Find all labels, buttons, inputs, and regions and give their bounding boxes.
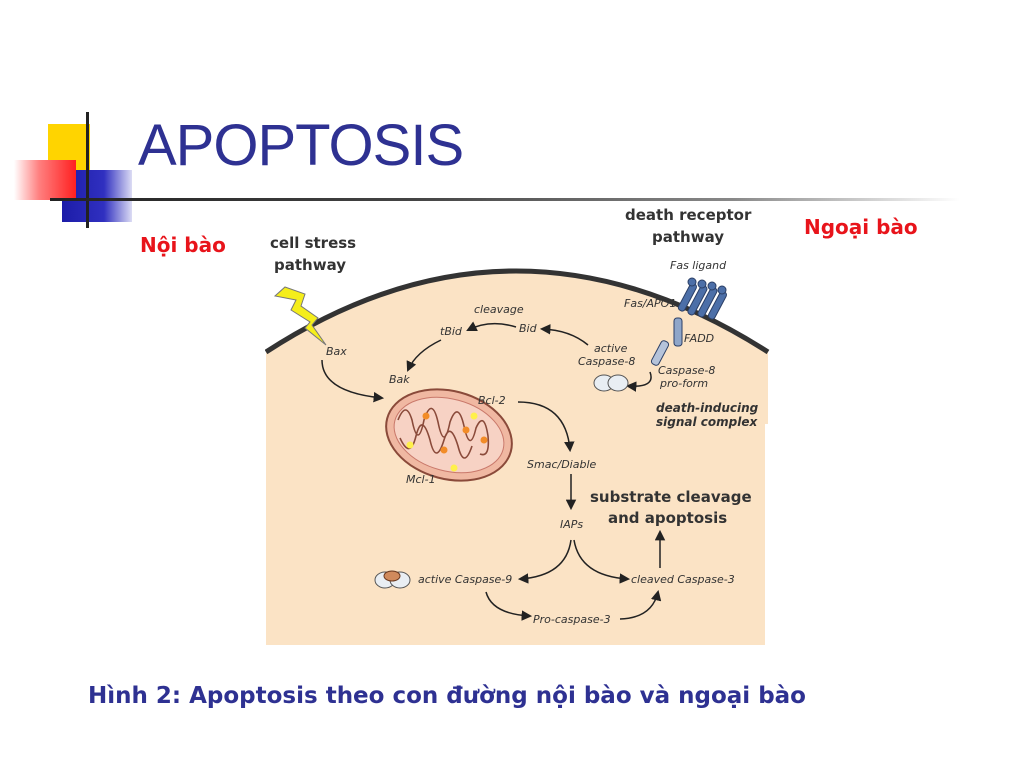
fadd-label: FADD [684,332,714,345]
arrow-caspase9-to-procaspase3 [485,591,533,621]
label-intracellular: Nội bào [140,233,226,257]
arrow-bid-to-tbid [466,321,517,331]
substrate-label-1: substrate cleavage [590,488,752,506]
fadd-icon [673,317,683,347]
title-divider [50,198,960,201]
death-receptor-label-2: pathway [652,228,724,246]
cell-body [266,271,768,645]
mitochondrion-icon [385,388,513,482]
fas-receptor-icon [677,277,728,320]
arrow-procaspase3-to-caspase3 [619,589,662,620]
deco-vertical-line [86,112,89,228]
bid-label: Bid [519,322,538,335]
cleavage-label: cleavage [474,303,524,316]
bak-label: Bak [389,373,410,386]
page-title: APOPTOSIS [138,113,464,178]
caspase8-dimer-icon [593,374,629,392]
active-caspase8-label-2: Caspase-8 [578,355,635,368]
fas-ligand-label: Fas ligand [670,259,727,272]
deco-red-square [14,160,76,200]
caspase8-proform-label-2: pro-form [659,377,708,390]
arrow-iaps-to-caspase9 [517,539,572,584]
fas-apo1-label: Fas/APO1 [624,297,676,310]
cleaved-caspase3-label: cleaved Caspase-3 [631,573,735,586]
arrow-to-active-caspase8 [625,371,652,392]
lightning-icon [273,286,327,346]
cell-stress-label-2: pathway [274,256,346,274]
disc-label-2: signal complex [656,415,758,429]
substrate-label-2: and apoptosis [608,509,727,527]
active-caspase9-label: active Caspase-9 [418,573,512,586]
smac-label: Smac/Diable [527,458,596,471]
arrow-tbid-to-bak [406,339,442,372]
death-receptor-label-1: death receptor [625,206,752,224]
arrow-bax-to-mitochondrion [321,359,385,403]
tbid-label: tBid [440,325,463,338]
arrow-mito-to-smac [517,401,575,453]
disc-label-1: death-inducing [656,401,759,415]
apoptosis-diagram: cell stress pathway death receptor pathw… [265,206,770,645]
procaspase3-label: Pro-caspase-3 [533,613,611,626]
label-extracellular: Ngoại bào [804,215,918,239]
caspase8-proform-icon [650,340,670,366]
iaps-label: IAPs [560,518,583,531]
mcl1-label: Mcl-1 [406,473,436,486]
caspase9-dimer-icon [374,570,411,589]
caspase8-proform-label-1: Caspase-8 [658,364,715,377]
arrow-caspase8-to-bid [539,324,589,346]
bcl2-label: Bcl-2 [478,394,506,407]
cell-stress-label-1: cell stress [270,234,356,252]
arrow-iaps-to-caspase3 [573,539,631,584]
active-caspase8-label-1: active [594,342,628,355]
bax-label: Bax [326,345,347,358]
figure-caption: Hình 2: Apoptosis theo con đường nội bào… [88,683,806,709]
